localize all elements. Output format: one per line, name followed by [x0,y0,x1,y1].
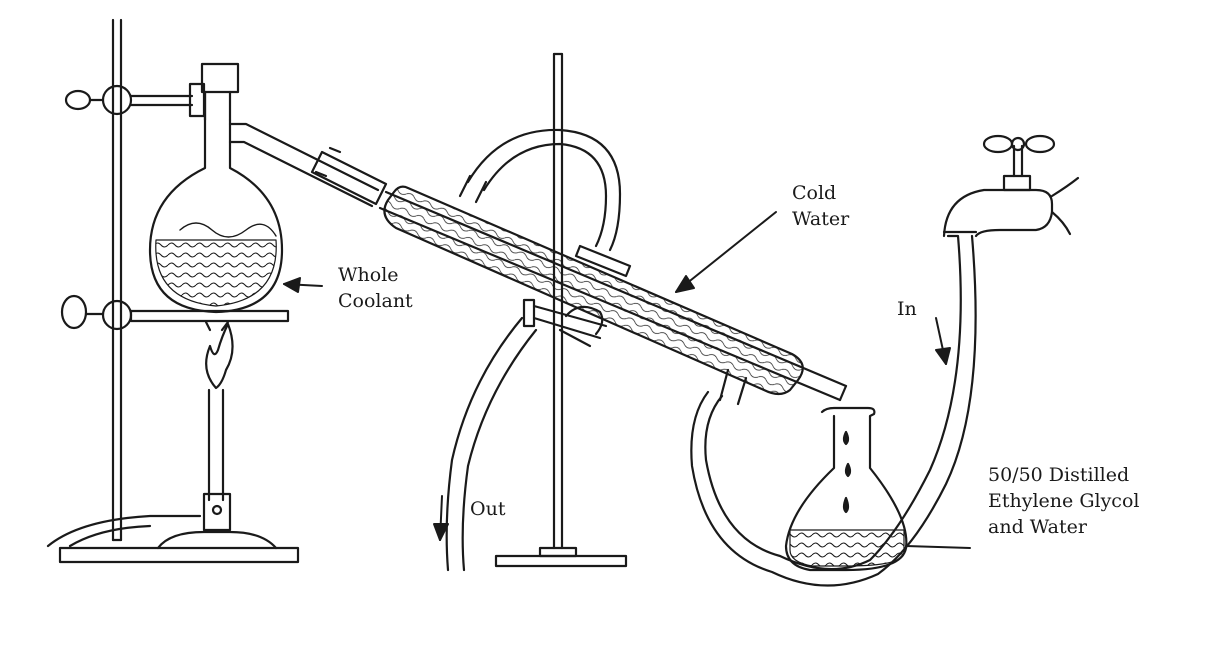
middle-ring-stand [494,52,628,568]
leader-lines [283,211,971,549]
flask-contents [155,239,277,307]
outlet-hose [445,316,538,572]
receiving-flask [784,406,908,572]
label-water-in: In [897,298,917,320]
boiling-flask [148,62,380,314]
flask-stopper [200,62,240,94]
label-water-out: Out [470,498,506,520]
condenser-jacket [383,185,804,396]
outlet-hose-loop [466,128,622,252]
left-stand-rod [111,18,123,542]
heating-plate [129,309,290,323]
upper-clamp [64,82,206,118]
water-tap [942,134,1080,238]
middle-stand-base [494,554,628,568]
label-receiver-contents: 50/50 Distilled Ethylene Glycol and Wate… [988,464,1140,538]
receiver-leader [905,545,971,549]
label-cold-water: Cold Water [792,182,850,230]
bunsen-burner [156,320,278,550]
left-stand-base [58,546,300,564]
cold-water-arrow [675,211,777,293]
label-whole-coolant: Whole Coolant [338,264,413,312]
lower-ring-clamp [60,294,290,331]
receiver-contents [789,529,905,567]
condenser-clamp [522,298,608,348]
flame [205,322,234,390]
